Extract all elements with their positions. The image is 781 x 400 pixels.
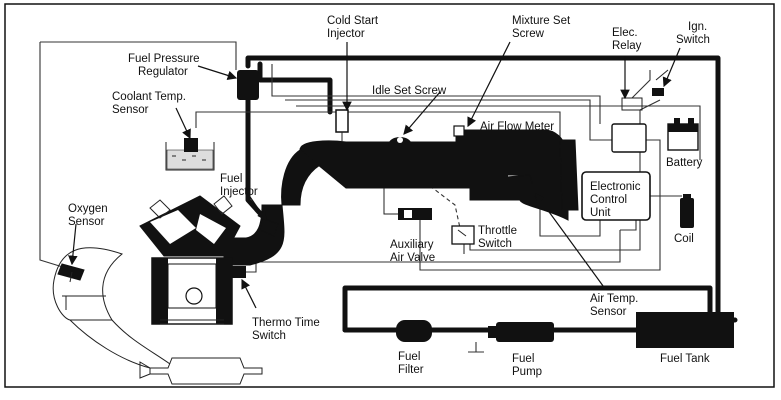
label-coil: Coil: [674, 233, 694, 245]
fuel-tank: [636, 312, 734, 348]
ecu: [581, 171, 651, 221]
label-throttle-switch: Throttle Switch: [478, 225, 520, 250]
label-auxiliary-air-valve: Auxiliary Air Valve: [390, 239, 437, 264]
engine: [52, 195, 241, 369]
idle-set-screw: [388, 137, 412, 146]
label-air-flow-meter: Air Flow Meter: [480, 121, 554, 133]
label-idle-set-screw: Idle Set Screw: [372, 85, 447, 97]
ign-switch: [652, 69, 669, 96]
fuel-lines: [245, 55, 738, 333]
leader-lines: [68, 41, 681, 309]
fuel-pump: [488, 322, 554, 342]
fuel-injector: [259, 217, 279, 237]
label-air-temp-sensor: Air Temp. Sensor: [590, 293, 642, 318]
label-oxygen-sensor: Oxygen Sensor: [68, 203, 111, 228]
label-fuel-pressure-regulator: Fuel Pressure Regulator: [128, 53, 203, 78]
air-temp-sensor: [526, 184, 536, 196]
labels: Cold Start Injector Mixture Set Screw Ig…: [68, 15, 710, 378]
catalytic-converter: [139, 357, 263, 385]
diagram-frame: [4, 3, 775, 388]
label-battery: Battery: [666, 157, 703, 169]
intake-manifold: [223, 129, 579, 266]
thermo-time-switch: [232, 266, 246, 278]
elec-relay: [611, 97, 647, 153]
cold-start-injector: [335, 109, 349, 142]
oxygen-sensor: [57, 263, 85, 283]
label-ign-switch: Ign. Switch: [676, 21, 710, 46]
coolant-temp-sensor: [165, 138, 215, 171]
label-fuel-tank: Fuel Tank: [660, 353, 710, 365]
label-thermo-time-switch: Thermo Time Switch: [252, 317, 323, 342]
label-fuel-pump: Fuel Pump: [512, 353, 542, 378]
label-mixture-set-screw: Mixture Set Screw: [512, 15, 573, 40]
throttle-switch: [451, 225, 475, 245]
fuel-pressure-regulator: [237, 70, 259, 100]
label-elec-relay: Elec. Relay: [612, 27, 642, 52]
label-coolant-temp-sensor: Coolant Temp. Sensor: [112, 91, 189, 116]
coil: [680, 194, 694, 228]
label-fuel-injector: Fuel Injector: [220, 173, 258, 198]
auxiliary-air-valve: [383, 188, 432, 220]
fuel-filter: [396, 320, 432, 342]
label-electronic-control-unit: Electronic Control Unit: [590, 181, 644, 219]
battery: [667, 118, 699, 151]
label-fuel-filter: Fuel Filter: [398, 351, 424, 376]
label-cold-start-injector: Cold Start Injector: [327, 15, 381, 40]
mixture-set-screw: [453, 125, 465, 137]
